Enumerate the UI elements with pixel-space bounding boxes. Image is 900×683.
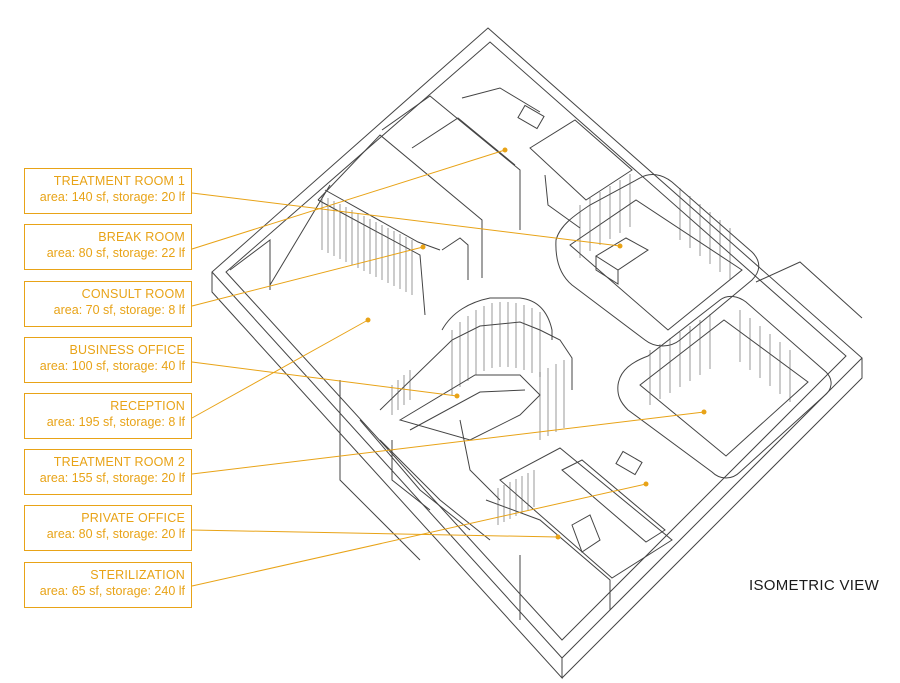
room-name: TREATMENT ROOM 2 bbox=[53, 455, 185, 469]
room-name: CONSULT ROOM bbox=[81, 287, 185, 301]
corridor-wall bbox=[459, 419, 501, 501]
outer-wall-inner bbox=[225, 41, 847, 641]
room-stats: area: 70 sf, storage: 8 lf bbox=[53, 303, 185, 317]
business-office-desk-edge bbox=[409, 389, 526, 431]
private-office-counter bbox=[561, 459, 666, 543]
business-office-desk bbox=[398, 374, 541, 441]
room-name: PRIVATE OFFICE bbox=[81, 511, 185, 525]
private-office-wall bbox=[499, 447, 673, 579]
room-label-treatment-room-1: TREATMENT ROOM 1 area: 140 sf, storage: … bbox=[24, 168, 192, 214]
leader-dot bbox=[701, 409, 707, 415]
partition-wall bbox=[544, 174, 581, 229]
room-stats: area: 140 sf, storage: 20 lf bbox=[39, 190, 185, 204]
partition-wall bbox=[755, 261, 863, 319]
treatment-room-1-counter bbox=[595, 256, 619, 285]
leader-sterilization bbox=[191, 483, 647, 587]
room-stats: area: 155 sf, storage: 20 lf bbox=[39, 471, 185, 485]
leader-reception bbox=[191, 319, 369, 419]
outer-wall-face-right bbox=[561, 358, 863, 679]
room-stats: area: 195 sf, storage: 8 lf bbox=[46, 415, 185, 429]
corridor-wall bbox=[379, 439, 491, 541]
leader-dot bbox=[555, 534, 561, 540]
leader-break-room bbox=[191, 149, 506, 250]
leader-dot bbox=[617, 243, 623, 249]
leader-dot bbox=[643, 481, 649, 487]
sterilization-counter bbox=[571, 514, 601, 553]
room-label-business-office: BUSINESS OFFICE area: 100 sf, storage: 4… bbox=[24, 337, 192, 383]
curtain-hatch bbox=[391, 370, 411, 415]
curtain-hatch bbox=[497, 470, 535, 525]
view-title: ISOMETRIC VIEW bbox=[749, 577, 880, 594]
room-label-consult-room: CONSULT ROOM area: 70 sf, storage: 8 lf bbox=[24, 281, 192, 327]
leader-business-office bbox=[191, 361, 458, 397]
leader-treatment-room-1 bbox=[191, 192, 621, 247]
curtain-hatch bbox=[451, 302, 541, 395]
partition-wall bbox=[229, 239, 271, 290]
partition-wall bbox=[381, 95, 521, 230]
room-stats: area: 100 sf, storage: 40 lf bbox=[39, 359, 185, 373]
treatment-room-2-inner bbox=[639, 319, 809, 457]
room-stats: area: 80 sf, storage: 20 lf bbox=[46, 527, 185, 541]
corridor-wall bbox=[359, 419, 471, 531]
partition-wall bbox=[529, 119, 633, 201]
leader-consult-room bbox=[191, 246, 424, 307]
room-name: STERILIZATION bbox=[90, 568, 185, 582]
sink-fixture bbox=[517, 104, 545, 130]
sterilization-wall bbox=[485, 499, 611, 610]
business-office-wall bbox=[441, 297, 553, 340]
partition-wall bbox=[411, 117, 516, 166]
treatment-room-1-counter bbox=[595, 237, 649, 271]
leader-treatment-room-2 bbox=[191, 411, 705, 475]
outer-wall bbox=[211, 27, 863, 659]
reception-wall bbox=[391, 440, 431, 511]
partition-wall bbox=[461, 87, 541, 113]
outer-wall-face bbox=[211, 272, 563, 680]
leader-dot bbox=[454, 393, 460, 399]
room-label-private-office: PRIVATE OFFICE area: 80 sf, storage: 20 … bbox=[24, 505, 192, 551]
partition-wall bbox=[317, 134, 483, 278]
curtain bbox=[441, 237, 469, 280]
curtain-hatch bbox=[579, 174, 731, 280]
leader-dot bbox=[502, 147, 508, 153]
curtain-hatch bbox=[539, 360, 565, 440]
room-stats: area: 65 sf, storage: 240 lf bbox=[39, 584, 185, 598]
leader-dot bbox=[365, 317, 371, 323]
reception-wall bbox=[339, 380, 421, 561]
business-office-wall bbox=[379, 321, 573, 411]
room-label-reception: RECEPTION area: 195 sf, storage: 8 lf bbox=[24, 393, 192, 439]
leader-dot bbox=[420, 244, 426, 250]
curtain bbox=[324, 189, 441, 251]
treatment-room-2-wall bbox=[617, 295, 832, 479]
room-name: BREAK ROOM bbox=[98, 230, 185, 244]
treatment-room-1-inner bbox=[569, 199, 743, 331]
curtain-hatch bbox=[649, 310, 791, 405]
room-label-treatment-room-2: TREATMENT ROOM 2 area: 155 sf, storage: … bbox=[24, 449, 192, 495]
room-name: RECEPTION bbox=[110, 399, 185, 413]
sink-fixture bbox=[615, 450, 643, 476]
leader-private-office bbox=[191, 529, 559, 538]
partition-wall bbox=[269, 184, 331, 286]
room-name: BUSINESS OFFICE bbox=[69, 343, 185, 357]
room-label-break-room: BREAK ROOM area: 80 sf, storage: 22 lf bbox=[24, 224, 192, 270]
room-stats: area: 80 sf, storage: 22 lf bbox=[46, 246, 185, 260]
curtain-hatch bbox=[321, 195, 413, 295]
room-label-sterilization: STERILIZATION area: 65 sf, storage: 240 … bbox=[24, 562, 192, 608]
room-name: TREATMENT ROOM 1 bbox=[53, 174, 185, 188]
